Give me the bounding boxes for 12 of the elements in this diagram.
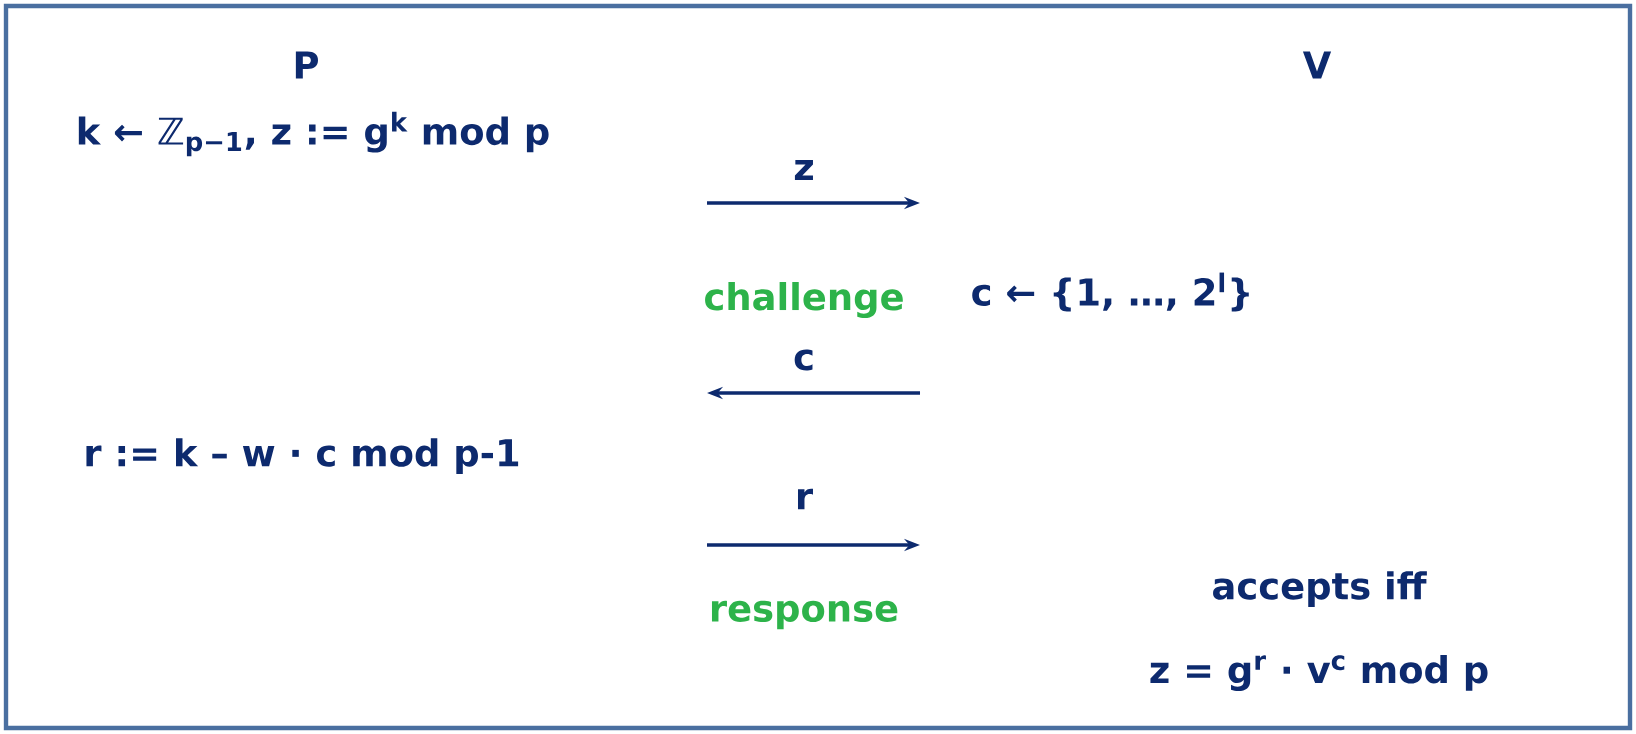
message-label: r — [798, 488, 813, 510]
formula: c ← {1, …, 2$^{l}$} — [972, 272, 1249, 312]
formula: r := k – w · c mod p-1 — [86, 438, 519, 474]
column-heading: V — [1302, 51, 1332, 79]
formula: z = g$^{r}$ · v$^{c}$ mod p — [1150, 655, 1488, 691]
message-label: c — [794, 349, 813, 371]
condition-text: accepts iff — [1213, 571, 1427, 607]
column-heading: P — [295, 51, 318, 79]
message-label: z — [794, 159, 813, 181]
formula: k ← ℤ$_{p−1}$, z := g$^{k}$ mod p — [78, 111, 549, 157]
step-label: response — [712, 600, 898, 630]
step-label: challenge — [705, 282, 903, 318]
